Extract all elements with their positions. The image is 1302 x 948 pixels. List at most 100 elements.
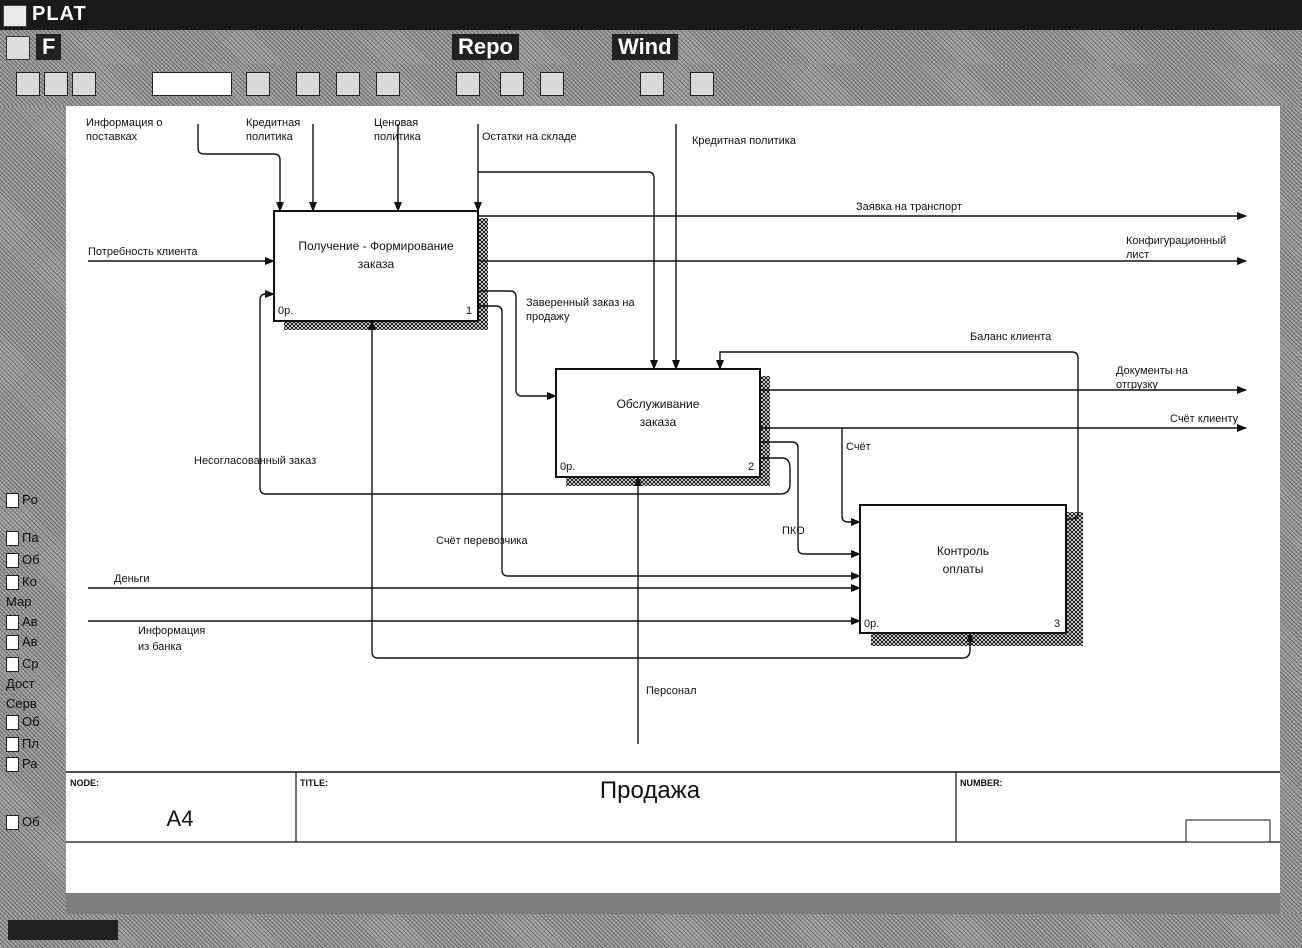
tree-item[interactable]: Об: [6, 552, 40, 570]
label-invoice: Счёт: [846, 441, 871, 453]
box-1-title-2: заказа: [358, 257, 395, 271]
arrow-unagreed-order[interactable]: [259, 290, 791, 495]
dictionary-icon[interactable]: [690, 72, 714, 96]
box-2-number: 2: [748, 461, 754, 473]
document-icon: [6, 657, 19, 673]
arrow-stock-box2[interactable]: [478, 171, 658, 370]
activity-box-3[interactable]: Контроль оплаты 0р. 3: [859, 504, 1067, 634]
tree-item[interactable]: Po: [6, 492, 38, 510]
tree-item[interactable]: Ав: [6, 634, 38, 652]
new-icon[interactable]: [16, 72, 40, 96]
tree-group[interactable]: Серв: [6, 696, 37, 711]
arrow-invoice[interactable]: [841, 428, 861, 526]
document-icon: [6, 615, 19, 631]
label-staff: Персонал: [646, 685, 697, 697]
arrow-pko[interactable]: [760, 441, 861, 558]
title-label: TITLE:: [300, 778, 328, 788]
label-unagreed-order: Несогласованный заказ: [194, 455, 316, 467]
label-certified-order-2: продажу: [526, 311, 570, 323]
document-icon: [6, 575, 19, 591]
label-client-need: Потребность клиента: [88, 246, 198, 258]
grid-icon[interactable]: [640, 72, 664, 96]
label-shipping-docs: Документы на: [1116, 365, 1189, 377]
label-transport-order: Заявка на транспорт: [856, 201, 962, 213]
label-config-sheet-2: лист: [1126, 249, 1149, 261]
box-2-cost: 0р.: [560, 461, 575, 473]
menu-bar: F Repo Wind: [0, 30, 1302, 64]
status-bar: [0, 914, 1302, 948]
label-credit-policy-2: Кредитная политика: [692, 135, 797, 147]
menu-file[interactable]: F: [36, 34, 62, 60]
zoom-in-icon[interactable]: [500, 72, 524, 96]
app-icon: [3, 5, 27, 27]
node-value: A4: [167, 806, 194, 831]
box-3-title-2: оплаты: [943, 562, 984, 576]
zoom-combo[interactable]: [152, 72, 232, 96]
box-1-cost: 0р.: [278, 305, 293, 317]
box-3-number: 3: [1054, 618, 1060, 630]
pointer-icon[interactable]: [296, 72, 320, 96]
label-money: Деньги: [114, 573, 150, 585]
tree-item[interactable]: Ра: [6, 756, 37, 774]
tree-item[interactable]: Пл: [6, 736, 39, 754]
box-tool-icon[interactable]: [336, 72, 360, 96]
box-1-title: Получение - Формирование: [298, 239, 454, 253]
select-icon[interactable]: [456, 72, 480, 96]
arrow-client-balance[interactable]: [716, 351, 1079, 520]
arrow-staff-box1[interactable]: [368, 320, 638, 659]
arrow-staff-box3[interactable]: [638, 632, 974, 659]
menu-window[interactable]: Wind: [612, 34, 678, 60]
label-credit-policy-1: Кредитная: [246, 117, 300, 129]
arrow-tool-icon[interactable]: [376, 72, 400, 96]
diagram-canvas[interactable]: Получение - Формирование заказа 0р. 1 Об…: [66, 106, 1280, 893]
menu-reports[interactable]: Repo: [452, 34, 519, 60]
window-title: PLAT: [32, 3, 87, 25]
taskbar-item[interactable]: [8, 920, 118, 940]
document-icon: [6, 737, 19, 753]
label-credit-policy-1-2: политика: [246, 131, 294, 143]
document-icon[interactable]: [6, 36, 30, 60]
toolbar: [0, 64, 1302, 106]
box-1-number: 1: [466, 305, 472, 317]
tree-item[interactable]: Па: [6, 530, 39, 548]
label-info-suppliers: Информация о: [86, 117, 163, 129]
document-icon: [6, 715, 19, 731]
text-icon[interactable]: [246, 72, 270, 96]
box-2-title: Обслуживание: [617, 397, 700, 411]
activity-box-2[interactable]: Обслуживание заказа 0р. 2: [555, 368, 761, 478]
label-bank-info-2: из банка: [138, 641, 183, 653]
number-label: NUMBER:: [960, 778, 1003, 788]
arrow-certified-order[interactable]: [478, 290, 557, 400]
label-client-balance: Баланс клиента: [970, 331, 1052, 343]
save-icon[interactable]: [72, 72, 96, 96]
document-icon: [6, 531, 19, 547]
label-config-sheet: Конфигурационный: [1126, 235, 1226, 247]
tree-item[interactable]: Об: [6, 714, 40, 732]
window-edge: [1280, 106, 1302, 914]
tree-item[interactable]: Ав: [6, 614, 38, 632]
document-icon: [6, 815, 19, 831]
document-icon: [6, 757, 19, 773]
diagram-frame: NODE: A4 TITLE: Продажа NUMBER:: [66, 771, 1280, 843]
label-shipping-docs-2: отгрузку: [1116, 379, 1158, 391]
label-bank-info: Информация: [138, 625, 205, 637]
label-certified-order: Заверенный заказ на: [526, 297, 635, 309]
label-carrier-invoice: Счёт перевозчика: [436, 535, 528, 547]
title-bar: PLAT: [0, 0, 1302, 30]
label-info-suppliers-2: поставках: [86, 131, 138, 143]
arrow-carrier-invoice[interactable]: [478, 305, 861, 580]
label-price-policy-2: политика: [374, 131, 422, 143]
arrow-info-suppliers[interactable]: [197, 124, 284, 212]
idef0-diagram: Получение - Формирование заказа 0р. 1 Об…: [66, 117, 1280, 843]
tree-item[interactable]: Об: [6, 814, 40, 832]
zoom-out-icon[interactable]: [540, 72, 564, 96]
activity-box-1[interactable]: Получение - Формирование заказа 0р. 1: [273, 210, 479, 322]
open-icon[interactable]: [44, 72, 68, 96]
tree-item[interactable]: Ко: [6, 574, 37, 592]
tree-group[interactable]: Мар: [6, 594, 32, 609]
tree-group[interactable]: Дост: [6, 676, 35, 691]
label-price-policy: Ценовая: [374, 117, 418, 129]
document-icon: [6, 553, 19, 569]
box-2-title-2: заказа: [640, 415, 677, 429]
tree-item[interactable]: Ср: [6, 656, 39, 674]
